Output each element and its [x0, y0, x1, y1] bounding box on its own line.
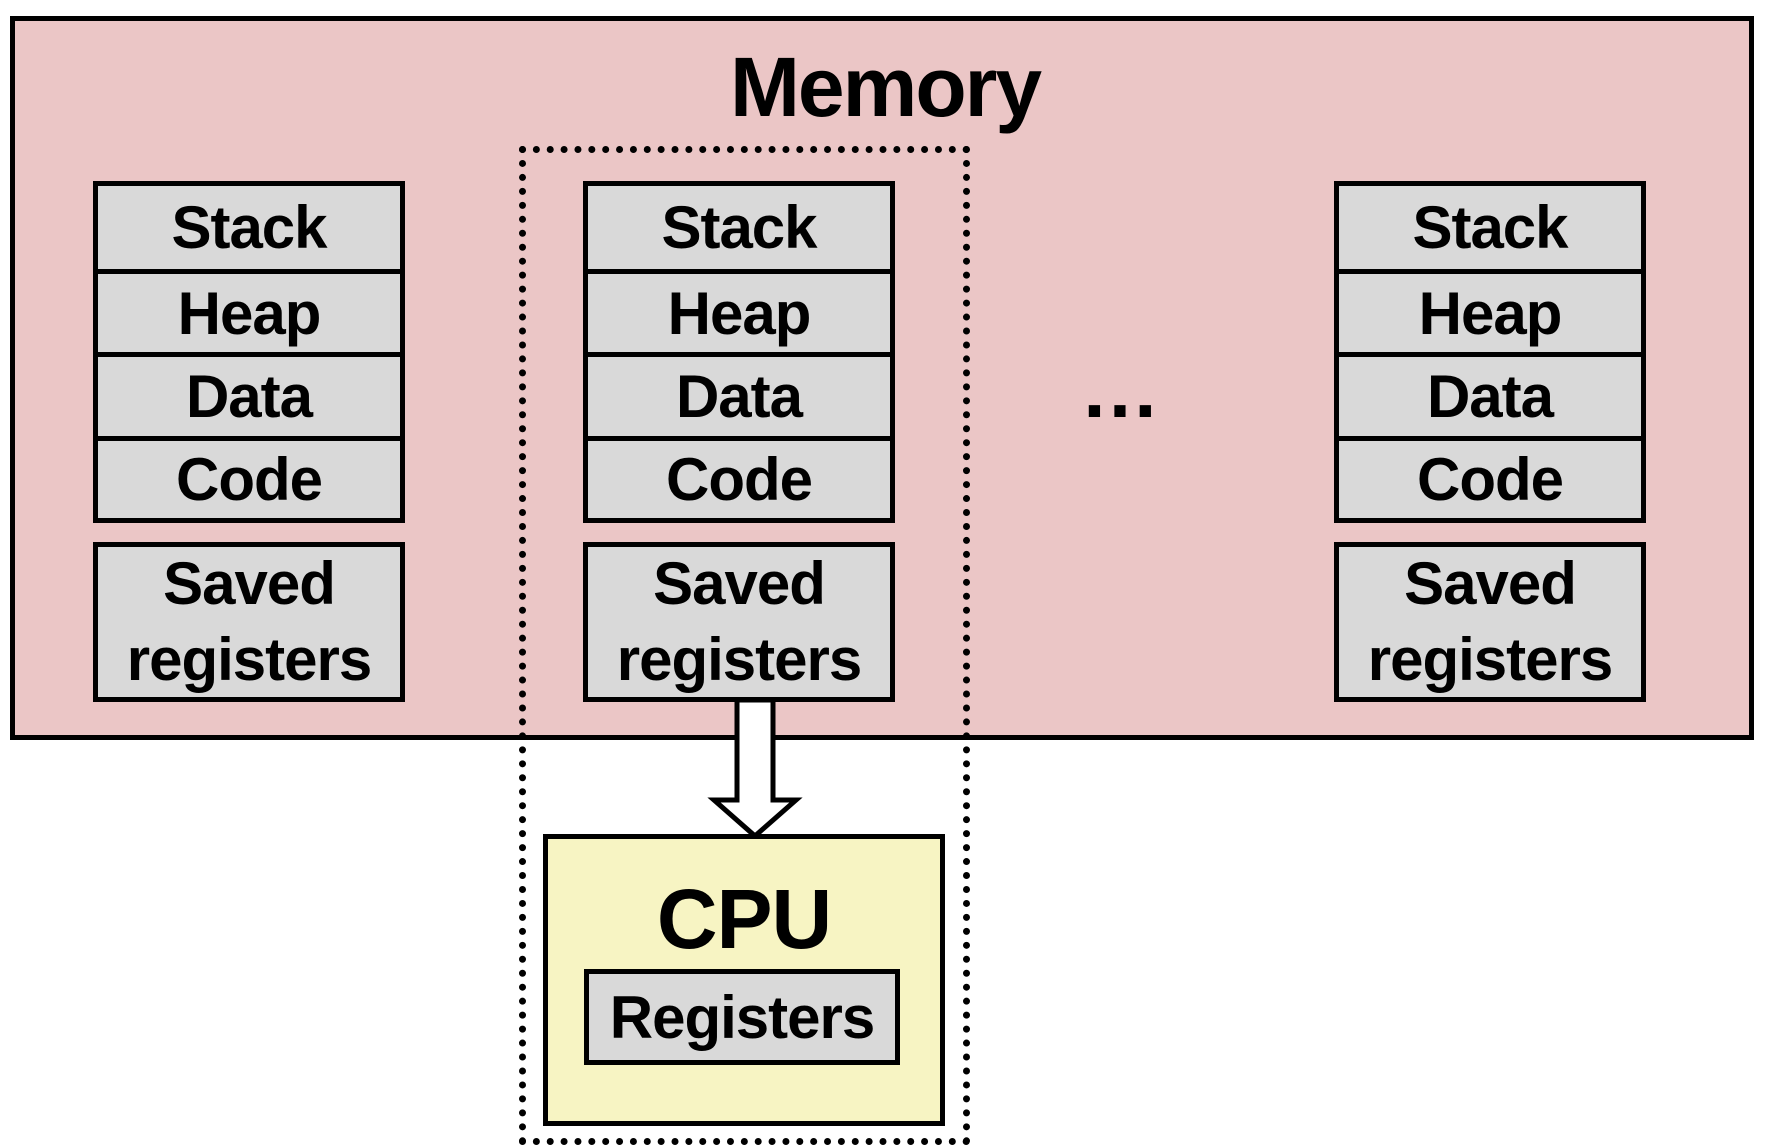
heap-segment: Heap — [1334, 269, 1646, 357]
restore-arrow-icon — [707, 697, 803, 840]
saved-registers-line-2: registers — [1367, 626, 1613, 693]
more-processes-ellipsis: … — [1080, 345, 1162, 434]
saved-registers-line-1: Saved — [653, 550, 826, 617]
saved-registers-line-2: registers — [126, 626, 372, 693]
cpu-title: CPU — [656, 872, 832, 966]
code-segment: Code — [93, 436, 405, 523]
saved-registers-block: Saved registers — [583, 542, 895, 702]
cpu-registers: Registers — [584, 969, 900, 1065]
heap-segment: Heap — [583, 269, 895, 357]
heap-segment: Heap — [93, 269, 405, 357]
saved-registers-line-2: registers — [616, 626, 862, 693]
stack-segment: Stack — [1334, 181, 1646, 274]
saved-registers-block: Saved registers — [93, 542, 405, 702]
code-segment: Code — [1334, 436, 1646, 523]
data-segment: Data — [93, 352, 405, 441]
stack-segment: Stack — [583, 181, 895, 274]
current-process-dotted-outline — [519, 146, 970, 1145]
saved-registers-line-1: Saved — [1404, 550, 1577, 617]
data-segment: Data — [1334, 352, 1646, 441]
saved-registers-block: Saved registers — [1334, 542, 1646, 702]
saved-registers-line-1: Saved — [163, 550, 336, 617]
data-segment: Data — [583, 352, 895, 441]
stack-segment: Stack — [93, 181, 405, 274]
cpu-box: CPU Registers — [543, 834, 945, 1126]
code-segment: Code — [583, 436, 895, 523]
memory-title: Memory — [729, 40, 1042, 134]
